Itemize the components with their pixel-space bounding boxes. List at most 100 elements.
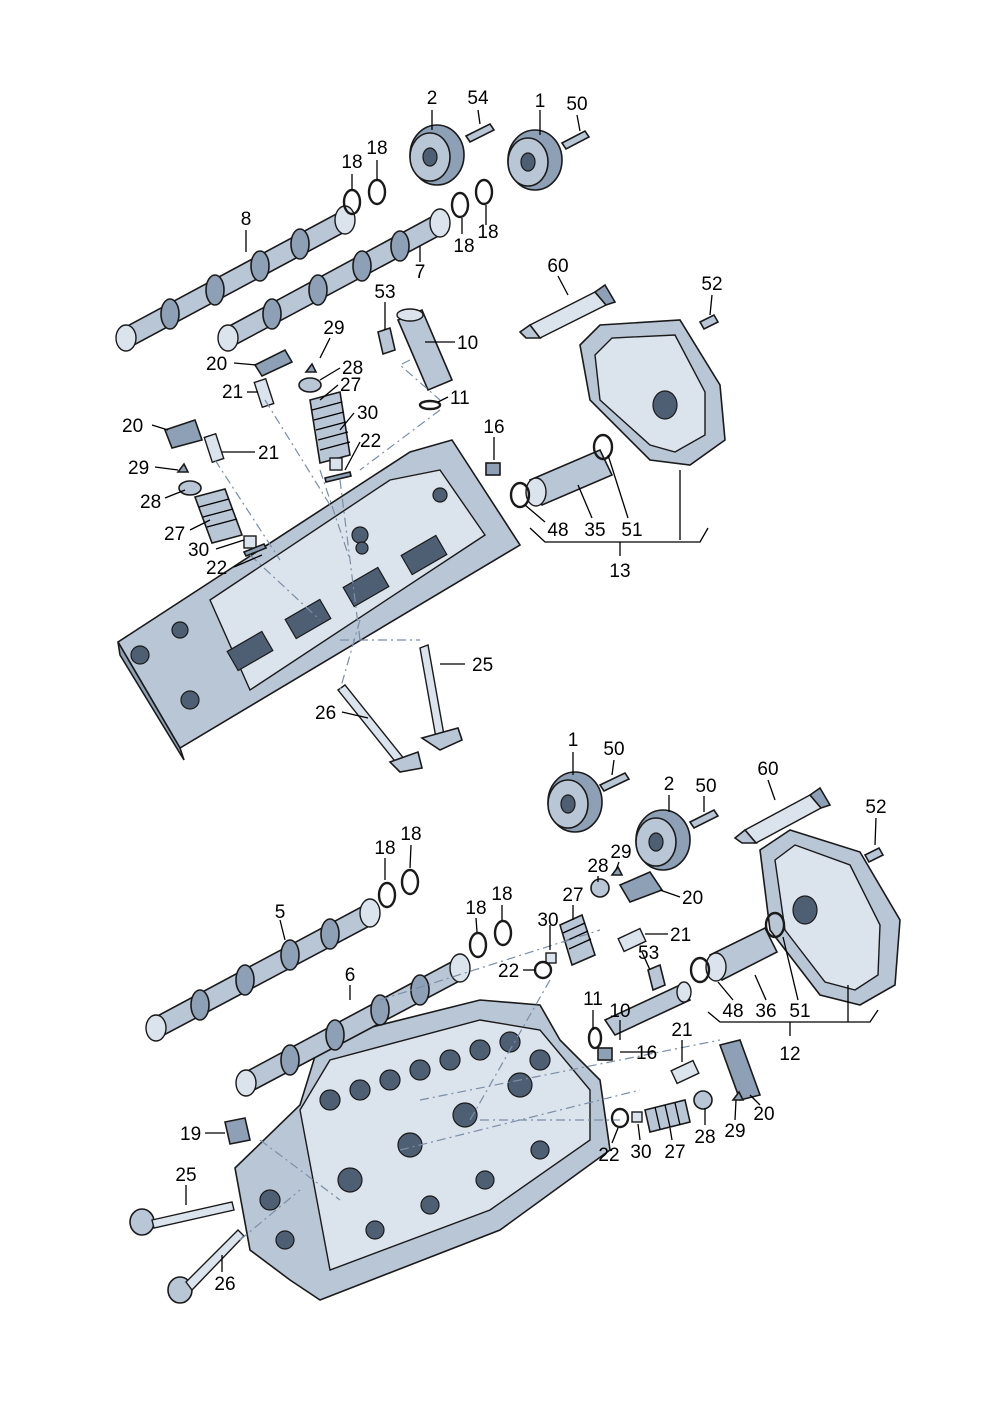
label-20-d: 20: [753, 1104, 774, 1125]
o-ring-48-upper: [509, 481, 531, 509]
label-28-c: 28: [587, 856, 608, 877]
label-21-c: 21: [670, 925, 691, 946]
sealant-tube-60-upper: [518, 283, 617, 339]
label-22-a: 22: [360, 431, 381, 452]
label-52-upper: 52: [701, 274, 722, 295]
valve-spring-27-b: [193, 488, 244, 544]
label-28-d: 28: [694, 1127, 715, 1148]
camshaft-adjuster-1-upper: [507, 129, 563, 191]
label-18-h: 18: [491, 884, 512, 905]
plug-16-lower: [597, 1047, 613, 1061]
label-29-b: 29: [128, 458, 149, 479]
valve-cotter-29-c: [610, 865, 624, 876]
label-18-a: 18: [341, 152, 362, 173]
control-valve-10-lower: [603, 981, 692, 1037]
o-ring-11-lower: [587, 1026, 603, 1050]
seal-ring-18-d: [474, 178, 494, 206]
valve-cotter-29-b: [176, 462, 190, 473]
label-27-b: 27: [164, 524, 185, 545]
bolt-53-lower: [647, 963, 666, 992]
bushing-35: [525, 448, 614, 507]
bolt-52-upper: [698, 313, 720, 331]
label-54: 54: [467, 88, 489, 109]
seal-ring-18-h: [493, 919, 513, 947]
seal-ring-18-c: [450, 191, 470, 219]
label-6: 6: [345, 965, 356, 986]
valve-stem-seal-30-c: [545, 952, 557, 964]
o-ring-48-lower: [689, 956, 711, 984]
label-11-lower: 11: [583, 989, 603, 1010]
label-28-a: 28: [342, 358, 363, 379]
label-5: 5: [275, 902, 286, 923]
label-48-upper: 48: [547, 520, 568, 541]
rocker-arm-20-b: [163, 418, 204, 449]
label-30-a: 30: [357, 403, 378, 424]
spring-seat-22-c: [533, 960, 553, 980]
label-11-upper: 11: [450, 388, 470, 409]
spring-retainer-28-d: [693, 1090, 713, 1110]
label-19: 19: [180, 1124, 201, 1145]
label-30-c: 30: [537, 910, 558, 931]
tappet-21-c: [617, 927, 647, 953]
valve-cotter-29-a: [304, 362, 318, 373]
label-35: 35: [584, 520, 605, 541]
label-29-a: 29: [323, 318, 344, 339]
valve-25-upper: [419, 644, 463, 751]
spring-seat-22-a: [324, 471, 352, 483]
part-number-labels: 2 54 1 50 18 18 8 18 18 7 60 52 53 10 29…: [122, 88, 887, 1295]
tappet-21-b: [203, 432, 225, 464]
label-2-lower: 2: [664, 774, 675, 795]
spring-seat-22-d: [610, 1107, 630, 1129]
label-29-c: 29: [610, 842, 631, 863]
camshaft-adjuster-1-lower: [547, 771, 603, 833]
valve-stem-seal-30-b: [243, 535, 257, 549]
label-30-b: 30: [188, 540, 209, 561]
rocker-arm-20-d: [718, 1039, 762, 1101]
camshaft-7: [217, 208, 451, 352]
label-27-d: 27: [664, 1142, 685, 1163]
valve-stem-seal-30-d: [631, 1111, 643, 1123]
label-16-lower: 16: [636, 1043, 657, 1064]
bolt-54: [464, 122, 496, 144]
valve-spring-27-c: [559, 913, 596, 967]
label-7: 7: [415, 262, 426, 283]
label-25-upper: 25: [472, 655, 493, 676]
seal-ring-18-b: [367, 178, 387, 206]
plug-16-upper: [485, 462, 501, 476]
label-25-lower: 25: [175, 1165, 196, 1186]
cylinder-head-upper: [116, 439, 522, 761]
label-22-c: 22: [498, 961, 519, 982]
seal-ring-18-g: [468, 931, 488, 959]
bracket-19: [224, 1117, 251, 1145]
valve-stem-seal-30-a: [329, 457, 343, 471]
label-12: 12: [779, 1044, 800, 1065]
valve-spring-27-d: [644, 1099, 691, 1133]
label-52-lower: 52: [865, 797, 886, 818]
spring-retainer-28-c: [590, 878, 610, 898]
label-16-upper: 16: [483, 417, 504, 438]
label-20-c: 20: [682, 888, 703, 909]
label-22-d: 22: [598, 1145, 619, 1166]
bolt-50-lower-b: [688, 808, 720, 830]
cover-upper: [579, 319, 726, 466]
bolt-53-upper: [377, 326, 396, 356]
label-48-lower: 48: [722, 1001, 743, 1022]
bolt-50-lower-a: [598, 771, 631, 793]
control-valve-10-upper: [396, 308, 454, 392]
label-36: 36: [755, 1001, 776, 1022]
label-26-lower: 26: [214, 1274, 235, 1295]
label-60-lower: 60: [757, 759, 778, 780]
label-18-c: 18: [453, 236, 474, 257]
bolt-50-upper: [560, 129, 591, 151]
label-60-upper: 60: [547, 256, 568, 277]
label-10-lower: 10: [609, 1001, 630, 1022]
valve-cotter-29-d: [731, 1090, 745, 1101]
label-2-upper: 2: [427, 88, 438, 109]
label-50-upper: 50: [566, 94, 587, 115]
o-ring-11-upper: [418, 399, 442, 411]
label-51-lower: 51: [789, 1001, 810, 1022]
sealant-tube-60-lower: [733, 786, 832, 844]
label-20-b: 20: [122, 416, 143, 437]
label-10-upper: 10: [457, 333, 478, 354]
label-28-b: 28: [140, 492, 161, 513]
